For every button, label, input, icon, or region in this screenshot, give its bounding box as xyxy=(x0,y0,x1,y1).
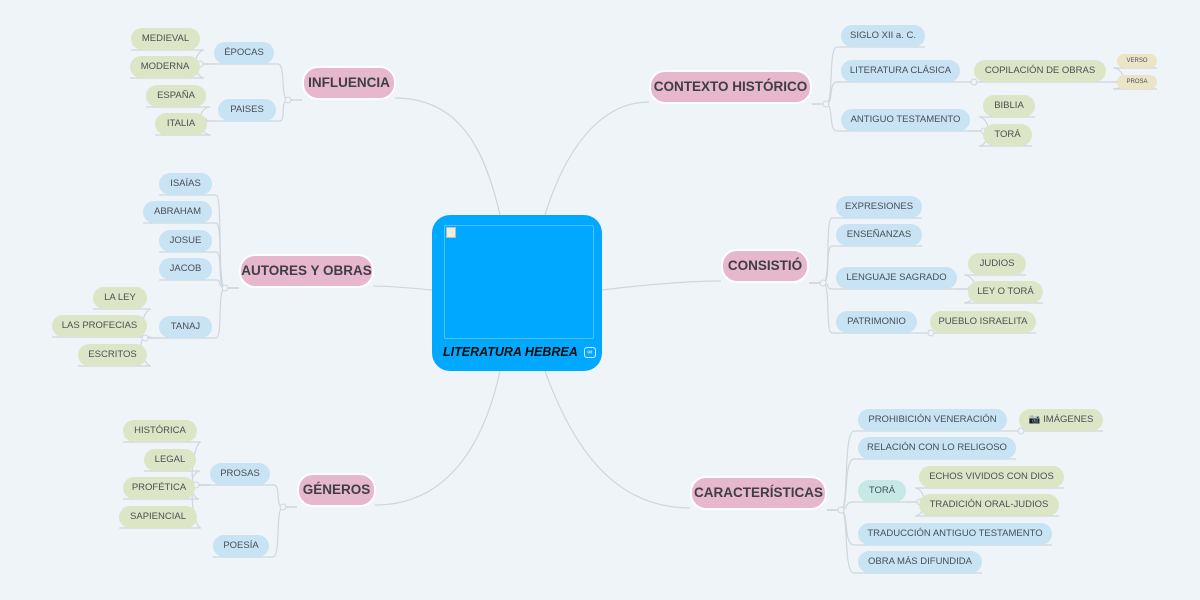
topic-influencia[interactable]: INFLUENCIA xyxy=(302,66,396,100)
link-icon[interactable]: ∞ xyxy=(583,346,596,358)
subtopic-imagenes[interactable]: 📷 IMÁGENES xyxy=(1019,409,1103,431)
subtopic-relacion-religoso[interactable]: RELACIÓN CON LO RELIGOSO xyxy=(858,437,1016,459)
topic-consistio[interactable]: CONSISTIÓ xyxy=(721,249,809,283)
subtopic-epocas[interactable]: ÉPOCAS xyxy=(214,42,274,64)
central-topic[interactable]: LITERATURA HEBREA ∞ xyxy=(432,215,602,371)
subtopic-echos-vividos[interactable]: ECHOS VIVIDOS CON DIOS xyxy=(919,466,1064,488)
link-consistio xyxy=(601,280,722,291)
central-topic-row: LITERATURA HEBREA ∞ xyxy=(443,345,596,359)
collapse-joint[interactable] xyxy=(837,506,845,514)
subtopic-lenguaje-sagrado[interactable]: LENGUAJE SAGRADO xyxy=(836,267,957,289)
topic-contexto-historico[interactable]: CONTEXTO HISTÓRICO xyxy=(649,70,812,104)
subtopic-pueblo-israelita[interactable]: PUEBLO ISRAELITA xyxy=(930,311,1036,333)
subtopic-profetica[interactable]: PROFÉTICA xyxy=(123,477,195,499)
subtopic-jacob[interactable]: JACOB xyxy=(159,258,212,280)
link-contexto xyxy=(544,101,650,216)
topic-autores-y-obras[interactable]: AUTORES Y OBRAS xyxy=(239,254,374,288)
subtopic-la-ley[interactable]: LA LEY xyxy=(93,287,147,309)
subtopic-medieval[interactable]: MEDIEVAL xyxy=(131,28,200,50)
subtopic-legal[interactable]: LEGAL xyxy=(144,449,196,471)
link-autores xyxy=(372,285,433,291)
subtopic-biblia[interactable]: BIBLIA xyxy=(983,95,1035,117)
subtopic-paises[interactable]: PAISES xyxy=(218,99,276,121)
subtopic-ensenanzas[interactable]: ENSEÑANZAS xyxy=(836,224,922,246)
topic-image xyxy=(444,225,594,339)
subtopic-siglo-xii[interactable]: SIGLO XII a. C. xyxy=(841,25,925,47)
central-topic-title: LITERATURA HEBREA xyxy=(443,345,578,359)
collapse-joint[interactable] xyxy=(284,96,292,104)
subtopic-sapiencial[interactable]: SAPIENCIAL xyxy=(119,506,197,528)
subtopic-tora[interactable]: TORÁ xyxy=(858,480,906,502)
subtopic-historica[interactable]: HISTÓRICA xyxy=(123,420,197,442)
subtopic-prosas[interactable]: PROSAS xyxy=(210,463,270,485)
collapse-joint[interactable] xyxy=(1017,427,1025,435)
subtopic-espana[interactable]: ESPAÑA xyxy=(146,85,206,107)
subtopic-italia[interactable]: ITALIA xyxy=(155,113,207,135)
subtopic-poesia[interactable]: POESÍA xyxy=(213,535,269,557)
subtopic-abraham[interactable]: ABRAHAM xyxy=(143,201,212,223)
link-generos xyxy=(374,370,501,506)
topic-generos[interactable]: GÉNEROS xyxy=(297,473,376,507)
subtopic-verso[interactable]: VERSO xyxy=(1117,54,1157,68)
subtopic-escritos[interactable]: ESCRITOS xyxy=(78,344,147,366)
collapse-joint[interactable] xyxy=(221,284,229,292)
subtopic-ley-o-tora[interactable]: LEY O TORÁ xyxy=(968,281,1043,303)
collapse-joint[interactable] xyxy=(822,100,830,108)
collapse-joint[interactable] xyxy=(819,279,827,287)
subtopic-josue[interactable]: JOSUE xyxy=(159,230,212,252)
subtopic-obra-mas-difundida[interactable]: OBRA MÁS DIFUNDIDA xyxy=(858,551,982,573)
subtopic-expresiones[interactable]: EXPRESIONES xyxy=(836,196,922,218)
link-caracteristicas xyxy=(544,370,691,509)
connector xyxy=(812,81,960,105)
subtopic-copilacion-de-obras[interactable]: COPILACIÓN DE OBRAS xyxy=(974,60,1106,82)
subtopic-patrimonio[interactable]: PATRIMONIO xyxy=(836,311,917,333)
subtopic-prohibicion-veneracion[interactable]: PROHIBICIÓN VENERACIÓN xyxy=(858,409,1007,431)
subtopic-isaias[interactable]: ISAÍAS xyxy=(159,173,212,195)
subtopic-moderna[interactable]: MODERNA xyxy=(130,56,200,78)
topic-caracteristicas[interactable]: CARACTERÍSTICAS xyxy=(690,476,827,510)
collapse-joint[interactable] xyxy=(141,334,149,342)
subtopic-literatura-clasica[interactable]: LITERATURA CLÁSICA xyxy=(841,60,960,82)
subtopic-traduccion[interactable]: TRADUCCIÓN ANTIGUO TESTAMENTO xyxy=(858,523,1052,545)
collapse-joint[interactable] xyxy=(279,503,287,511)
link-influencia xyxy=(394,97,501,216)
subtopic-las-profecias[interactable]: LAS PROFECIAS xyxy=(52,315,147,337)
subtopic-tora[interactable]: TORÁ xyxy=(983,124,1032,146)
collapse-joint[interactable] xyxy=(970,78,978,86)
connector xyxy=(214,63,302,101)
subtopic-tradicion-oral[interactable]: TRADICIÓN ORAL-JUDIOS xyxy=(919,494,1059,516)
subtopic-judios[interactable]: JUDIOS xyxy=(968,253,1026,275)
subtopic-tanaj[interactable]: TANAJ xyxy=(159,316,212,338)
collapse-joint[interactable] xyxy=(927,329,935,337)
subtopic-prosa[interactable]: PROSA xyxy=(1117,75,1157,89)
subtopic-antiguo-testamento[interactable]: ANTIGUO TESTAMENTO xyxy=(841,109,970,131)
broken-image-icon xyxy=(446,227,456,238)
